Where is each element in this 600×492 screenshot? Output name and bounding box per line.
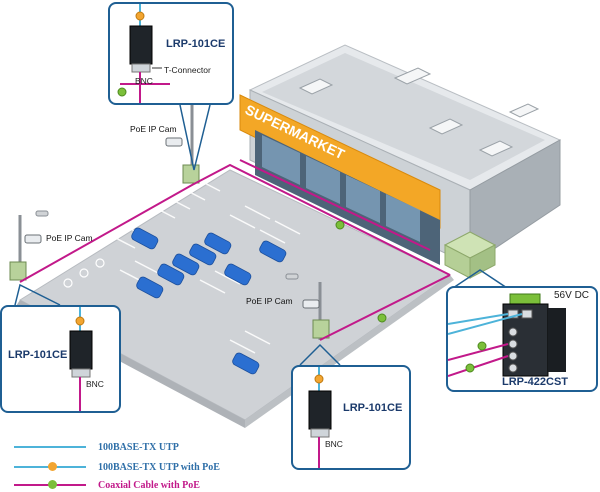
callout-bottom-lrp-101ce: LRP-101CE BNC bbox=[291, 365, 411, 470]
callout-bottom-model: LRP-101CE bbox=[343, 402, 403, 414]
callout-bottom-bnc: BNC bbox=[325, 439, 343, 449]
legend-line-utp bbox=[14, 446, 86, 448]
camera-label-bottom: PoE IP Cam bbox=[246, 296, 293, 306]
callout-pointers bbox=[14, 104, 511, 366]
callout-left-bnc: BNC bbox=[86, 379, 104, 389]
callout-right-graphics bbox=[448, 293, 566, 377]
legend-line-coax-poe bbox=[14, 480, 86, 489]
callout-left-lrp-101ce: LRP-101CE BNC bbox=[0, 305, 121, 413]
callout-top-graphics bbox=[117, 4, 170, 103]
legend-dot-utp-poe bbox=[48, 462, 57, 471]
legend-line-utp-poe bbox=[14, 462, 86, 471]
callout-left-graphics bbox=[69, 307, 93, 411]
legend-dot-coax-poe bbox=[48, 480, 57, 489]
pole-converter-boxes bbox=[9, 164, 330, 339]
supermarket-building bbox=[239, 44, 562, 279]
camera-label-left: PoE IP Cam bbox=[46, 233, 93, 243]
callout-top-lrp-101ce: LRP-101CE T-Connector BNC bbox=[108, 2, 234, 105]
parking-lines bbox=[109, 177, 301, 354]
callout-left-model: LRP-101CE bbox=[8, 349, 68, 361]
legend-text-utp-poe: 100BASE-TX UTP with PoE bbox=[98, 461, 220, 473]
callout-top-bnc: BNC bbox=[135, 76, 153, 86]
parked-cars bbox=[131, 227, 287, 375]
legend-row-utp-poe: 100BASE-TX UTP with PoE bbox=[14, 460, 220, 474]
accessible-parking-icons bbox=[63, 258, 105, 288]
callout-top-t-connector: T-Connector bbox=[164, 65, 211, 75]
callout-top-model: LRP-101CE bbox=[166, 38, 226, 50]
legend-text-coax-poe: Coaxial Cable with PoE bbox=[98, 479, 200, 491]
legend-row-utp: 100BASE-TX UTP bbox=[14, 440, 179, 454]
callout-right-lrp-422cst: 56V DC LRP-422CST bbox=[446, 286, 598, 392]
callout-right-model: LRP-422CST bbox=[502, 376, 569, 388]
callout-bottom-graphics bbox=[308, 367, 332, 468]
callout-right-power: 56V DC bbox=[554, 290, 590, 301]
coax-cables bbox=[19, 159, 451, 341]
ip-cameras bbox=[24, 137, 320, 309]
camera-label-top: PoE IP Cam bbox=[130, 124, 177, 134]
legend-text-utp: 100BASE-TX UTP bbox=[98, 441, 179, 453]
legend-row-coax-poe: Coaxial Cable with PoE bbox=[14, 478, 200, 492]
